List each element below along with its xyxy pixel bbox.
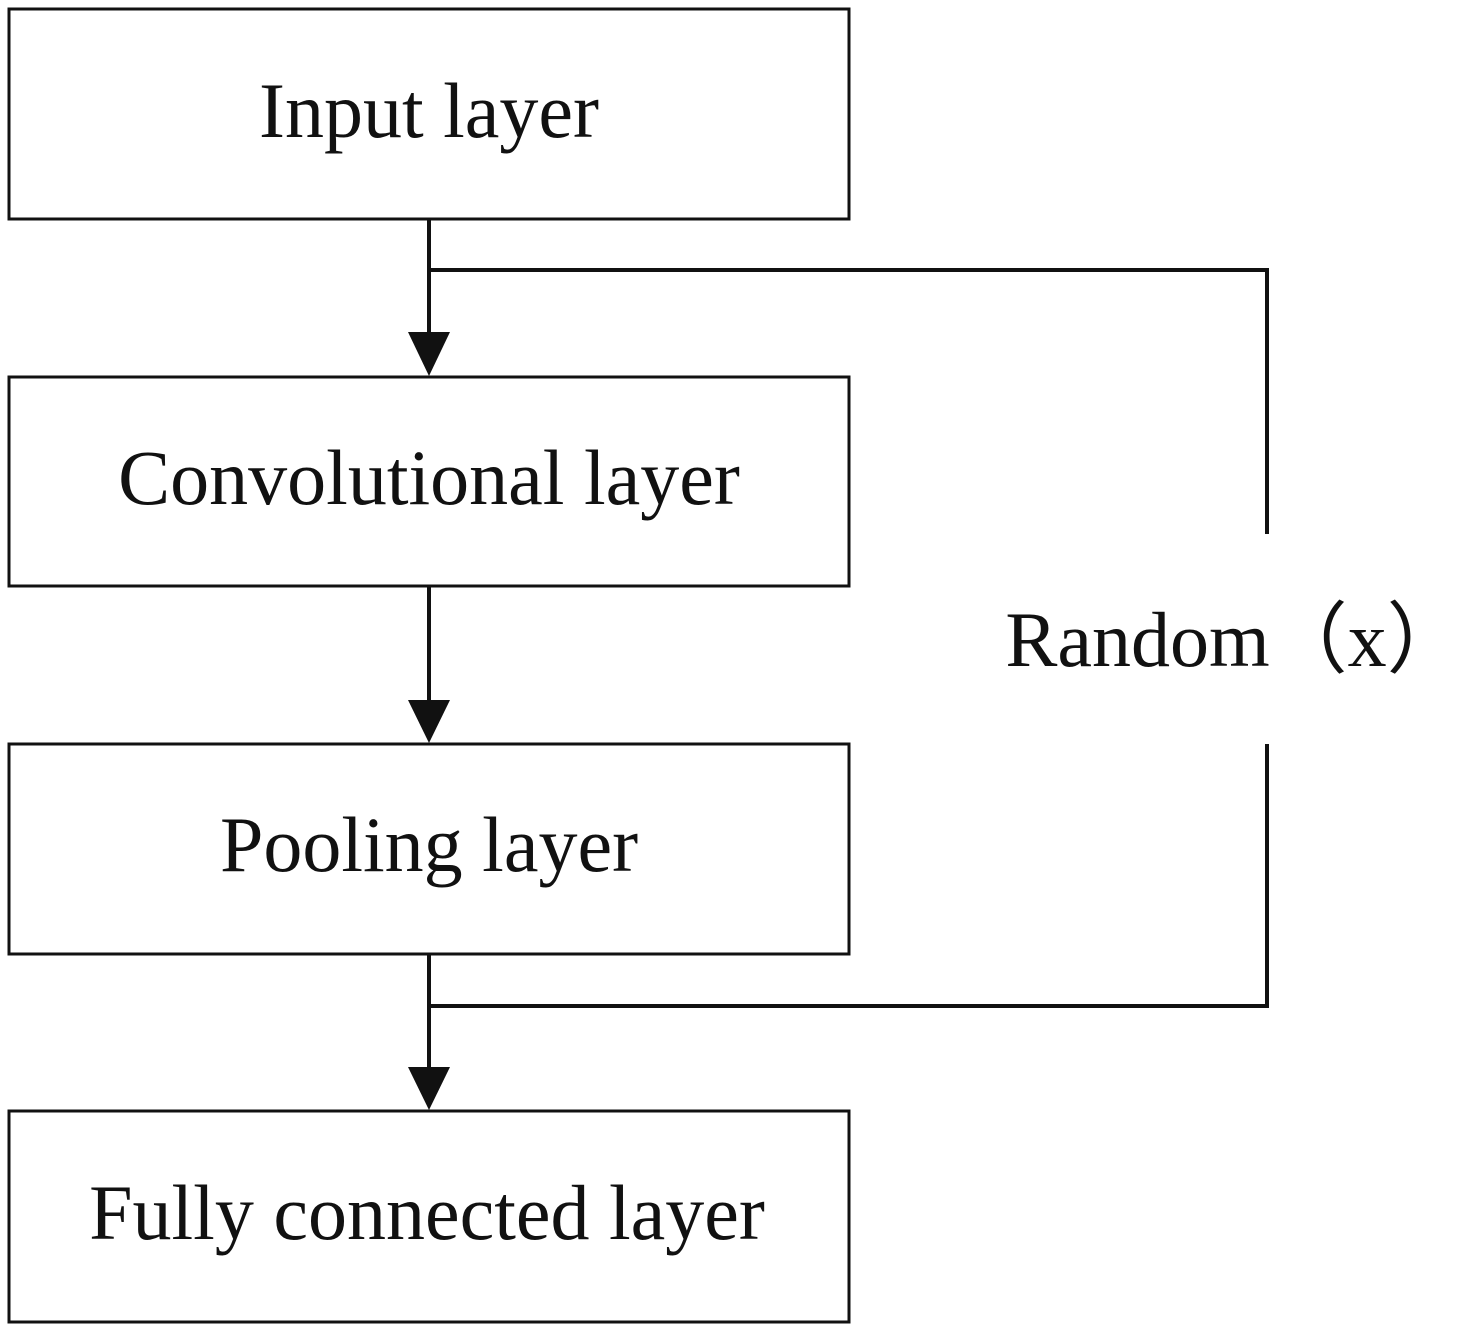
node-label-pool: Pooling layer [220, 801, 638, 888]
edge-input-to-conv [408, 219, 450, 376]
node-label-input: Input layer [259, 67, 599, 154]
edge-pool-to-fc [408, 954, 450, 1110]
skip-connection-lower [429, 744, 1269, 1008]
node-fully-connected-layer: Fully connected layer [7, 1109, 851, 1324]
node-pooling-layer: Pooling layer [7, 742, 851, 956]
skip-connection-label: Random（x） [1005, 596, 1464, 683]
node-input-layer: Input layer [7, 7, 851, 221]
edge-conv-to-pool [408, 586, 450, 743]
skip-connection: Random（x） [429, 268, 1465, 1008]
node-convolutional-layer: Convolutional layer [7, 375, 851, 588]
arrowhead-icon [408, 332, 450, 376]
skip-connection-upper [429, 268, 1269, 534]
arrowhead-icon [408, 1067, 450, 1110]
node-label-conv: Convolutional layer [118, 434, 740, 521]
node-label-fc: Fully connected layer [89, 1169, 765, 1256]
arrowhead-icon [408, 700, 450, 743]
